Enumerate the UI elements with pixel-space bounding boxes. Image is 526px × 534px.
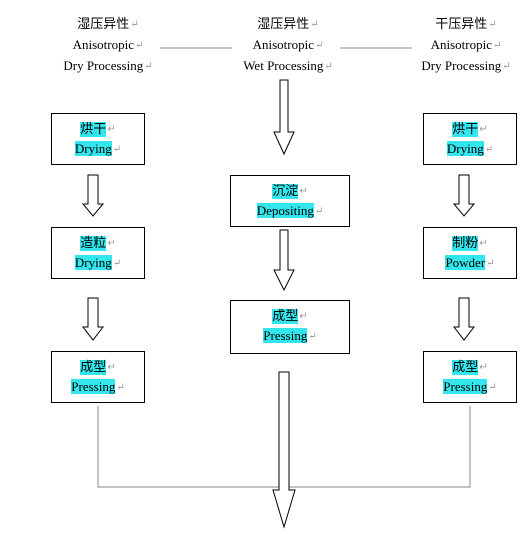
step-label-zh: 烘干 — [80, 122, 107, 137]
flow-arrow — [273, 79, 295, 156]
column-title-en: Anisotropic — [430, 37, 492, 52]
step-label-en: Pressing — [263, 328, 308, 343]
column-subtitle-en: Wet Processing — [243, 58, 324, 73]
step-box-powder: 制粉↵ Powder↵ — [423, 227, 517, 279]
step-label-en: Depositing — [256, 203, 314, 218]
column-subtitle-en: Dry Processing — [63, 58, 144, 73]
flow-arrow — [273, 229, 295, 292]
step-label-en: Powder — [445, 255, 486, 270]
step-box-depositing: 沉淀↵ Depositing↵ — [230, 175, 350, 227]
column-title-zh: 湿压异性 — [77, 17, 130, 32]
flow-arrow — [81, 297, 105, 341]
step-label-en: Drying — [74, 255, 112, 270]
step-label-en: Pressing — [71, 379, 116, 394]
final-flow-arrow — [272, 371, 296, 529]
column-header-left: 湿压异性↵ Anisotropic↵ Dry Processing↵ — [63, 17, 153, 73]
step-label-zh: 成型 — [80, 360, 107, 375]
step-label-en: Drying — [446, 141, 484, 156]
step-box-drying: 烘干↵ Drying↵ — [423, 113, 517, 165]
step-label-zh: 造粒 — [80, 236, 107, 251]
step-box-drying: 烘干↵ Drying↵ — [51, 113, 145, 165]
column-header-right: 干压异性↵ Anisotropic↵ Dry Processing↵ — [421, 17, 511, 73]
flow-arrow — [81, 174, 105, 217]
step-box-pressing: 成型↵ Pressing↵ — [230, 300, 350, 354]
step-label-zh: 成型 — [272, 309, 299, 324]
flow-arrow — [452, 174, 476, 217]
column-title-en: Anisotropic — [252, 37, 314, 52]
step-label-zh: 成型 — [452, 360, 479, 375]
column-subtitle-en: Dry Processing — [421, 58, 502, 73]
step-label-en: Drying — [74, 141, 112, 156]
step-label-zh: 制粉 — [452, 236, 479, 251]
step-box-pressing: 成型↵ Pressing↵ — [51, 351, 145, 403]
step-label-en: Pressing — [443, 379, 488, 394]
step-box-granulating: 造粒↵ Drying↵ — [51, 227, 145, 279]
step-label-zh: 沉淀 — [272, 184, 299, 199]
column-title-zh: 湿压异性 — [257, 17, 310, 32]
merge-line-left — [97, 406, 284, 488]
merge-line-right — [284, 406, 471, 488]
column-title-en: Anisotropic — [72, 37, 134, 52]
step-box-pressing: 成型↵ Pressing↵ — [423, 351, 517, 403]
column-title-zh: 干压异性 — [435, 17, 488, 32]
column-header-middle: 湿压异性↵ Anisotropic↵ Wet Processing↵ — [243, 17, 333, 73]
step-label-zh: 烘干 — [452, 122, 479, 137]
flow-arrow — [452, 297, 476, 341]
